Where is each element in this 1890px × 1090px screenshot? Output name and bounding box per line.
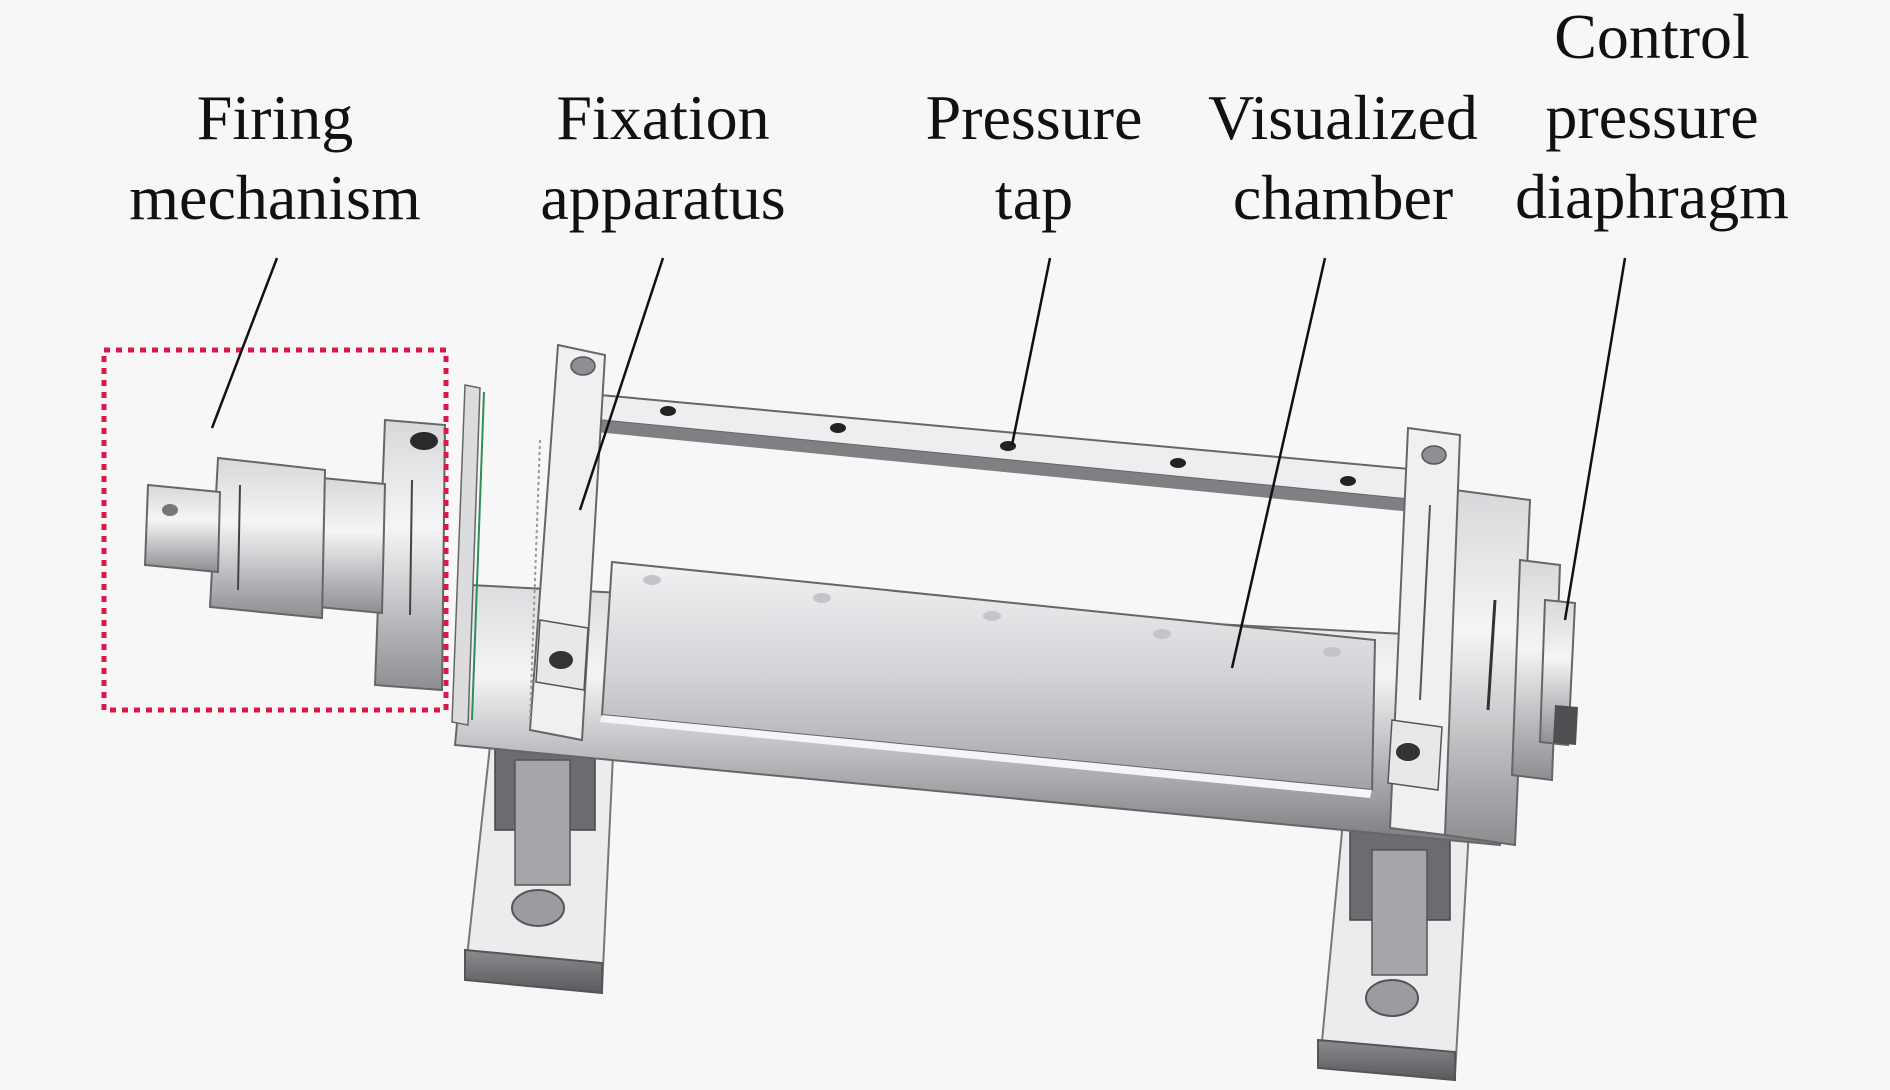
- bolt-hole-icon: [549, 651, 573, 669]
- bolt-hole-icon: [511, 889, 565, 927]
- label-line: Visualized: [1208, 82, 1478, 153]
- pressure-tap-hole-icon: [1340, 476, 1356, 486]
- left-fixation-frame: [528, 343, 607, 742]
- label-fixation-apparatus: Fixation apparatus: [540, 78, 785, 238]
- bolt-hole-icon: [410, 432, 438, 450]
- bolt-hole-icon: [570, 356, 596, 376]
- leader-line-diaphragm: [1563, 257, 1627, 621]
- label-line: Pressure: [925, 82, 1143, 153]
- label-line: chamber: [1232, 162, 1454, 233]
- label-line: Fixation: [556, 82, 770, 153]
- label-line: pressure: [1545, 81, 1759, 152]
- pressure-tap-hole-icon: [1170, 458, 1186, 468]
- label-line: Control: [1554, 1, 1750, 72]
- pressure-tap-hole-icon: [830, 423, 846, 433]
- leader-line-firing: [210, 257, 279, 429]
- bolt-hole-icon: [1365, 979, 1419, 1017]
- visualized-chamber-window: [600, 560, 1377, 798]
- left-support-foot: [463, 698, 617, 995]
- label-control-pressure-diaphragm: Control pressure diaphragm: [1515, 0, 1789, 237]
- bolt-hole-icon: [1421, 445, 1447, 465]
- label-line: apparatus: [540, 162, 786, 233]
- label-line: diaphragm: [1515, 161, 1789, 232]
- pressure-tap-hole-icon: [660, 406, 676, 416]
- label-firing-mechanism: Firing mechanism: [129, 78, 420, 238]
- right-fixation-frame: [1387, 426, 1497, 837]
- label-pressure-tap: Pressure tap: [926, 78, 1143, 238]
- firing-mechanism-highlight-box: [101, 347, 449, 713]
- label-line: tap: [994, 162, 1074, 233]
- leader-line-chamber: [1230, 257, 1327, 669]
- leader-line-pressure-tap: [1010, 257, 1052, 446]
- firing-mechanism: [143, 384, 485, 726]
- bolt-hole-icon: [162, 504, 178, 516]
- right-support-foot: [1317, 798, 1472, 1082]
- pressure-tap-rail: [596, 393, 1422, 512]
- label-visualized-chamber: Visualized chamber: [1208, 78, 1478, 238]
- bolt-hole-icon: [1396, 743, 1420, 761]
- label-line: mechanism: [129, 162, 421, 233]
- leader-lines: [210, 257, 1627, 669]
- label-line: Firing: [196, 82, 354, 153]
- leader-line-fixation: [578, 257, 665, 511]
